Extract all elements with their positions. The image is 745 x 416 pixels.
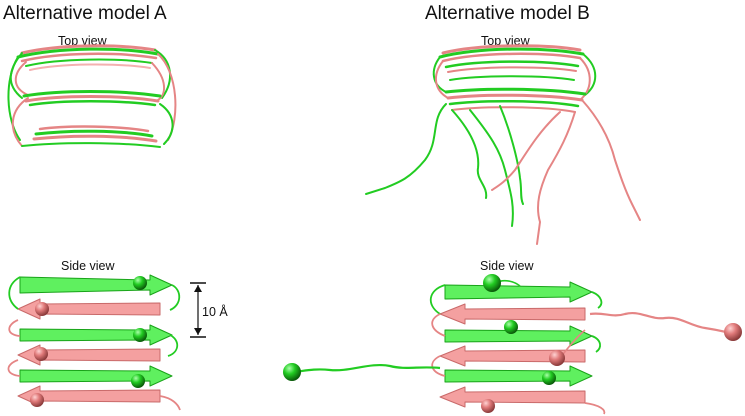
green-terminus-sphere: [483, 274, 501, 292]
panel-a-side-view-label: Side view: [61, 259, 115, 273]
panel-b-title: Alternative model B: [425, 3, 590, 24]
panel-a-side-view-structure: [7, 274, 181, 411]
green-terminus-sphere: [133, 328, 147, 342]
panel-a-terminal-spheres: [30, 276, 147, 407]
salmon-terminus-sphere: [34, 347, 48, 361]
salmon-terminus-sphere: [724, 323, 742, 341]
scale-bar: 10 Å: [190, 282, 228, 338]
panel-b-side-view-label: Side view: [480, 259, 534, 273]
green-terminus-sphere: [133, 276, 147, 290]
panel-b-terminal-spheres: [283, 274, 742, 413]
scale-bar-label: 10 Å: [202, 304, 228, 319]
salmon-terminus-sphere: [35, 302, 49, 316]
green-terminus-sphere: [542, 371, 556, 385]
salmon-terminus-sphere: [481, 399, 495, 413]
green-terminus-sphere: [131, 374, 145, 388]
salmon-terminus-sphere: [549, 350, 565, 366]
green-terminus-sphere: [504, 320, 518, 334]
panel-a-title: Alternative model A: [3, 3, 167, 24]
panel-b-side-view-structure: [291, 279, 741, 415]
salmon-terminus-sphere: [30, 393, 44, 407]
panel-a-top-view-structure: [7, 44, 177, 148]
panel-b-top-view-structure: [365, 44, 641, 245]
green-terminus-sphere: [283, 363, 301, 381]
